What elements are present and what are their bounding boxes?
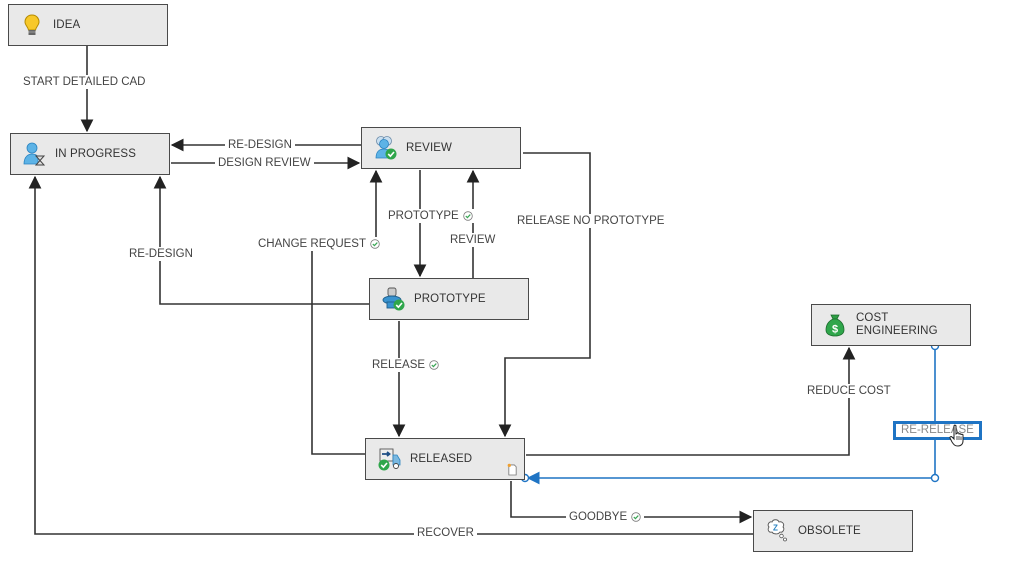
approved-check-icon: [370, 239, 380, 249]
state-label: RELEASED: [410, 452, 473, 465]
svg-text:Z: Z: [773, 524, 778, 533]
edge-re-release[interactable]: [526, 346, 936, 485]
state-cost-engineering[interactable]: $ COST ENGINEERING: [811, 304, 971, 346]
edge-label-recover[interactable]: RECOVER: [414, 526, 477, 540]
approved-check-icon: [463, 211, 473, 221]
edge-change-request[interactable]: [311, 169, 383, 455]
edge-reduce-cost[interactable]: [526, 346, 856, 456]
edge-release-no-prototype[interactable]: [498, 152, 591, 438]
edge-label-text: DESIGN REVIEW: [218, 157, 311, 169]
edge-label-text: RECOVER: [417, 527, 474, 539]
state-label: PROTOTYPE: [414, 292, 486, 305]
document-icon: [507, 463, 517, 476]
edge-label-text: START DETAILED CAD: [23, 76, 146, 88]
edge-label-re-release[interactable]: RE-RELEASE: [893, 421, 982, 440]
state-released[interactable]: RELEASED: [365, 438, 525, 480]
edge-label-goodbye[interactable]: GOODBYE: [566, 510, 645, 524]
edge-handle[interactable]: [930, 473, 940, 483]
state-prototype[interactable]: PROTOTYPE: [369, 278, 529, 320]
edge-label-re-design-prototype[interactable]: RE-DESIGN: [126, 247, 196, 261]
approved-check-icon: [429, 360, 439, 370]
edge-label-text: RE-DESIGN: [129, 248, 193, 260]
edge-label-release[interactable]: RELEASE: [369, 358, 443, 372]
state-label-line1: COST: [856, 312, 889, 324]
edge-label-text: REVIEW: [450, 234, 496, 246]
sleep-bubble-icon: Z: [767, 519, 787, 542]
edge-label-review[interactable]: REVIEW: [447, 233, 499, 247]
state-review[interactable]: REVIEW: [361, 127, 521, 169]
edge-label-text: CHANGE REQUEST: [258, 238, 366, 250]
money-bag-icon: $: [825, 314, 845, 337]
edge-label-release-no-prototype[interactable]: RELEASE NO PROTOTYPE: [514, 214, 668, 228]
edge-label-start-detailed-cad[interactable]: START DETAILED CAD: [20, 75, 149, 89]
edge-recover[interactable]: [28, 175, 753, 535]
edge-label-design-review[interactable]: DESIGN REVIEW: [215, 156, 314, 170]
edge-label-text: PROTOTYPE: [388, 210, 459, 222]
edge-label-protoype[interactable]: PROTOTYPE: [385, 209, 476, 223]
state-in-progress[interactable]: IN PROGRESS: [10, 133, 170, 175]
edge-label-text: RE-DESIGN: [228, 139, 292, 151]
state-label: COST ENGINEERING: [856, 312, 938, 338]
part-check-icon: [382, 287, 405, 311]
state-label-line2: ENGINEERING: [856, 325, 938, 337]
state-label: OBSOLETE: [798, 524, 861, 537]
state-label: REVIEW: [406, 141, 452, 154]
state-label: IDEA: [53, 18, 81, 31]
truck-check-icon: [378, 448, 401, 471]
edge-goodbye[interactable]: [510, 481, 753, 524]
svg-text:$: $: [832, 324, 838, 336]
hand-cursor-icon: [949, 424, 964, 447]
state-obsolete[interactable]: Z OBSOLETE: [753, 510, 913, 552]
users-check-icon: [375, 136, 397, 160]
lightbulb-icon: [24, 14, 40, 35]
edge-label-text: GOODBYE: [569, 511, 628, 523]
edge-label-text: RELEASE NO PROTOTYPE: [517, 215, 665, 227]
edge-re-design-prototype[interactable]: [153, 175, 369, 305]
edge-label-re-design-review[interactable]: RE-DESIGN: [225, 138, 295, 152]
user-hourglass-icon: [23, 142, 46, 166]
edge-label-text: RELEASE: [372, 359, 426, 371]
edge-label-change-request[interactable]: CHANGE REQUEST: [255, 237, 383, 251]
state-idea[interactable]: IDEA: [8, 4, 168, 46]
edge-label-reduce-cost[interactable]: REDUCE COST: [804, 384, 894, 398]
edge-label-text: REDUCE COST: [807, 385, 891, 397]
state-label: IN PROGRESS: [55, 147, 136, 160]
approved-check-icon: [631, 512, 641, 522]
